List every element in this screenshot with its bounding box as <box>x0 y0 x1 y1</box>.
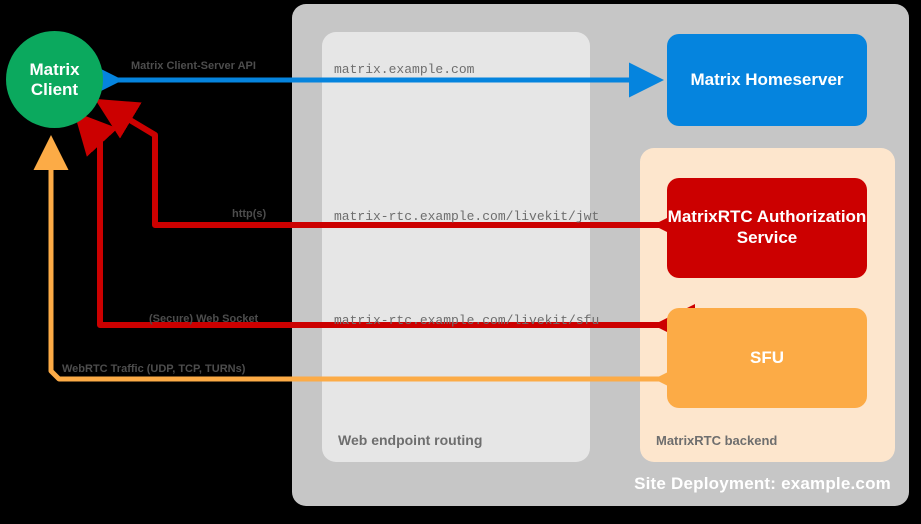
matrix-client-label-line1: Matrix <box>29 59 80 79</box>
endpoint-livekit-sfu: matrix-rtc.example.com/livekit/sfu <box>334 313 600 328</box>
web-endpoint-routing-panel: Web endpoint routing <box>322 32 590 462</box>
endpoint-matrix-example-com: matrix.example.com <box>334 62 475 77</box>
flow-label-websocket: (Secure) Web Socket <box>149 313 259 325</box>
endpoint-livekit-jwt: matrix-rtc.example.com/livekit/jwt <box>334 209 600 224</box>
matrixrtc-authorization-service-label: MatrixRTC Authorization Service <box>667 207 867 247</box>
matrix-client-label-line2: Client <box>30 79 79 99</box>
flow-label-https: http(s) <box>232 208 267 220</box>
site-deployment-label: Site Deployment: example.com <box>634 474 891 493</box>
sfu-label: SFU <box>750 347 784 367</box>
web-endpoint-routing-label: Web endpoint routing <box>338 432 483 448</box>
flow-label-webrtc: WebRTC Traffic (UDP, TCP, TURNs) <box>62 363 246 375</box>
matrix-client-node[interactable]: Matrix Client <box>6 31 103 128</box>
matrixrtc-authorization-service-node[interactable]: MatrixRTC Authorization Service <box>667 178 867 278</box>
matrixrtc-backend-label: MatrixRTC backend <box>656 433 778 448</box>
matrix-homeserver-node[interactable]: Matrix Homeserver <box>667 34 867 126</box>
flow-label-cs-api: Matrix Client-Server API <box>131 60 256 72</box>
matrix-homeserver-label: Matrix Homeserver <box>690 69 844 89</box>
sfu-node[interactable]: SFU <box>667 308 867 408</box>
